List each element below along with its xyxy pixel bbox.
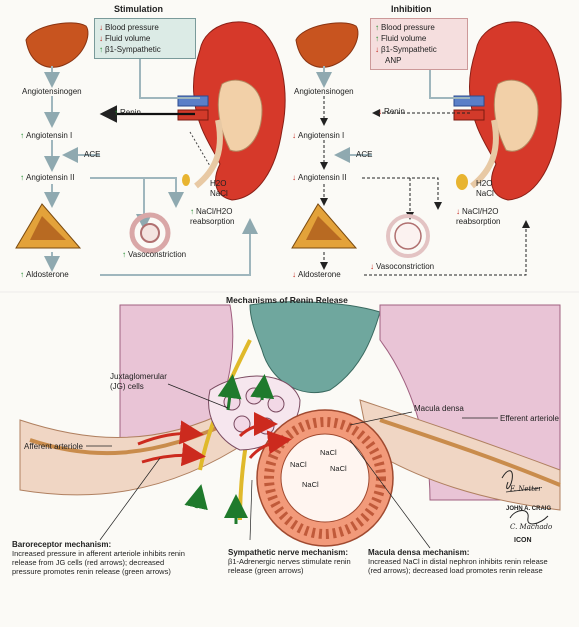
- signature-artwork: [501, 470, 549, 525]
- stim-nacl: NaCl: [210, 189, 228, 198]
- nacl-label-4: NaCl: [302, 480, 319, 489]
- stim-factor-beta1: β1-Sympathetic: [99, 44, 191, 55]
- inh-h2o: H2O: [476, 179, 493, 188]
- signature-machado: C. Machado: [510, 523, 553, 531]
- inh-factor-anp: ANP: [385, 56, 402, 65]
- kidney-left: [177, 21, 286, 201]
- baroreceptor-caption: Baroreceptor mechanism: Increased pressu…: [12, 540, 190, 576]
- sympathetic-caption: Sympathetic nerve mechanism: β1-Adrenerg…: [228, 548, 358, 575]
- baroreceptor-title: Baroreceptor mechanism:: [12, 540, 112, 549]
- inh-angiotensinogen: Angiotensinogen: [294, 87, 354, 96]
- inh-nacl: NaCl: [476, 189, 494, 198]
- stim-reabsorption: NaCl/H2O reabsorption: [190, 207, 262, 227]
- nacl-label-2: NaCl: [290, 460, 307, 469]
- stimulation-factor-box: Blood pressure Fluid volume β1-Sympathet…: [94, 18, 196, 59]
- stim-aldosterone: Aldosterone: [20, 270, 69, 280]
- macula-text: Increased NaCl in distal nephron inhibit…: [368, 557, 548, 575]
- stim-vasoconstriction: Vasoconstriction: [122, 250, 186, 260]
- inh-reabsorption: NaCl/H2O reabsorption: [456, 207, 528, 227]
- inh-factor-beta1: β1-Sympathetic: [375, 44, 463, 55]
- inh-renin: Renin: [378, 107, 405, 117]
- inh-angiotensin-1: Angiotensin I: [292, 131, 344, 141]
- vessel-right: [386, 214, 430, 258]
- inh-ace: ACE: [356, 150, 373, 159]
- inh-aldosterone: Aldosterone: [292, 270, 341, 280]
- afferent-arteriole-label: Afferent arteriole: [24, 442, 83, 451]
- stim-renin: Renin: [114, 108, 141, 118]
- sympathetic-text: β1-Adrenergic nerves stimulate renin rel…: [228, 557, 351, 575]
- stim-factor-fluid-volume: Fluid volume: [99, 33, 191, 44]
- signature-icon: ICON: [514, 537, 532, 544]
- mechanisms-title: Mechanisms of Renin Release: [226, 295, 348, 305]
- stim-factor-blood-pressure: Blood pressure: [99, 22, 191, 33]
- jg-cells-label: Juxtaglomerular (JG) cells: [110, 372, 167, 391]
- inh-vasoconstriction: Vasoconstriction: [370, 262, 434, 272]
- stim-angiotensin-2: Angiotensin II: [20, 173, 74, 183]
- stim-angiotensinogen: Angiotensinogen: [22, 87, 82, 96]
- inh-factor-fluid-volume: Fluid volume: [375, 33, 463, 44]
- stim-h2o: H2O: [210, 179, 227, 188]
- juxtaglomerular-apparatus: [19, 301, 561, 549]
- inh-factor-blood-pressure: Blood pressure: [375, 22, 463, 33]
- stim-angiotensin-1: Angiotensin I: [20, 131, 72, 141]
- efferent-arteriole-label: Efferent arteriole: [500, 414, 559, 423]
- macula-densa-label: Macula densa: [414, 404, 464, 413]
- macula-caption: Macula densa mechanism: Increased NaCl i…: [368, 548, 558, 575]
- signature-netter: F. Netter: [510, 485, 542, 493]
- liver-left: [25, 22, 89, 68]
- stimulation-title: Stimulation: [114, 4, 163, 14]
- nacl-label-3: NaCl: [330, 464, 347, 473]
- stim-ace: ACE: [84, 150, 101, 159]
- signature-craig: JOHN A. CRAIG: [506, 506, 552, 512]
- baroreceptor-text: Increased pressure in afferent arteriole…: [12, 549, 185, 576]
- inh-angiotensin-2: Angiotensin II: [292, 173, 346, 183]
- vessel-left: [129, 212, 171, 254]
- inhibition-title: Inhibition: [391, 4, 432, 14]
- liver-right: [295, 22, 359, 68]
- kidney-right: [453, 21, 562, 201]
- nacl-label-1: NaCl: [320, 448, 337, 457]
- sympathetic-title: Sympathetic nerve mechanism:: [228, 548, 349, 557]
- macula-title: Macula densa mechanism:: [368, 548, 470, 557]
- inhibition-factor-box: Blood pressure Fluid volume β1-Sympathet…: [370, 18, 468, 70]
